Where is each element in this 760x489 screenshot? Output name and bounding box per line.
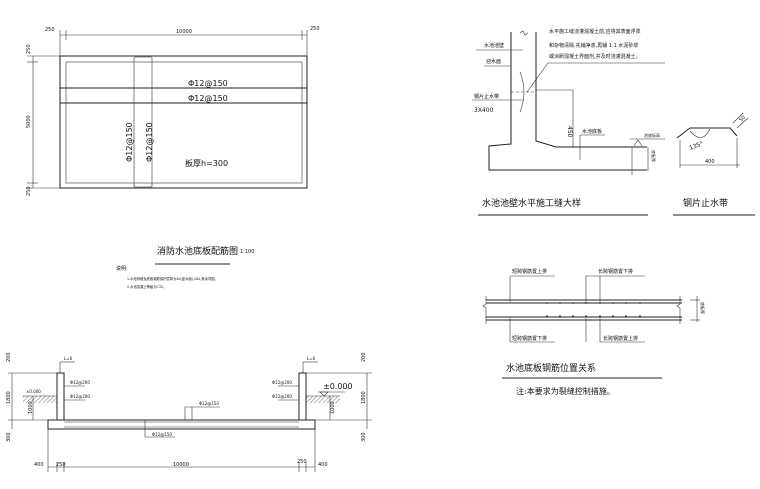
level-label: ±0.000 [26,389,41,394]
dim-text: 1000 [330,401,336,414]
dim-text: 400 [705,159,715,165]
level-label: ±0.000 [323,382,353,391]
callout-text: 和杂物清除,先铺净浆,再铺 1:1 水泥砂浆 [549,42,638,49]
dim-text: 300 [361,432,367,442]
callout-text: 或涂刷混凝土界面剂,并及时浇灌混凝土。 [549,53,641,60]
callout-text: 水平施工缝浇灌混凝土前,应将其表面浮浆 [549,28,641,35]
tank-section: L=6 L=6 Φ12@200 Φ12@200 Φ12@200 Φ12@200 … [6,352,372,472]
rebar-label: Φ12@150 [145,122,154,162]
dim-text: 10000 [176,29,192,35]
thk-label: 底板厚 [700,302,706,314]
dim-text: 250 [26,44,32,54]
dim-text: 5000 [26,115,32,128]
rebar-label: Φ12@200 [70,394,90,399]
dim-text: 450 [566,126,573,138]
rebar-note: 长跨钢筋置下排 [598,268,633,275]
dim-text: 400 [34,462,44,468]
note-line: 2.水池混凝土等级为C35。 [127,284,166,289]
waterstop-label: 钢片止水带 [474,93,499,100]
waterstop-size: 3X400 [474,107,494,114]
dim-text: 10000 [173,462,189,468]
plan-scale: 1:100 [240,249,254,255]
dim-text: 50 [738,115,747,124]
dim-text: 1000 [28,401,34,414]
slab-plan: 250 10000 250 250 5000 250 Φ12@150 Φ12@1… [26,26,320,289]
rebar-label: L=6 [64,356,73,361]
rebar-relation-title: 水池底板钢筋位置关系 [506,362,596,374]
dim-text: 200 [6,352,12,362]
rebar-note: 短跨钢筋置下排 [512,335,547,342]
steel-waterstop-detail: 135° 400 50 钢片止水带 [673,112,755,216]
rebar-label: Φ12@150 [188,79,228,88]
notes-heading: 说明: [116,265,128,272]
joint-detail-title: 水池池壁水平施工缝大样 [482,197,581,209]
face-label: 迎水面 [486,58,501,65]
rebar-note: 短跨钢筋置上排 [512,268,547,275]
rebar-note: 长跨钢筋置上排 [603,335,638,342]
ground-hatch [23,395,340,403]
level-label: 池底标高 [644,132,660,138]
dim-text: 200 [361,352,367,362]
rebar-label: Φ12@150 [125,122,134,162]
thk-label: 底板厚 [651,150,657,162]
dim-text: 250 [45,27,55,33]
rebar-relation-note: 注:本要求为裂缝控制措施。 [516,386,615,396]
waterstop-title: 钢片止水带 [683,197,728,209]
dim-text: 1800 [6,391,12,404]
rebar-label: Φ12@150 [188,94,228,103]
wall-label: 水池池壁 [484,42,504,49]
dim-text: 1800 [361,391,367,404]
dim-text: 250 [26,186,32,196]
dim-text: 400 [318,462,328,468]
slab-thickness-label: 板厚h=300 [185,158,228,168]
rebar-label: Φ12@150 [152,432,172,437]
dim-text: 300 [6,432,12,442]
dim-text: 250 [56,462,66,468]
note-line: 1.水池侧墙及底板钢筋保护层厚为40(迎水面),200,其余同图。 [127,276,218,281]
rebar-position-diagram: 短跨钢筋置上排 长跨钢筋置下排 短跨钢筋置下排 长跨钢筋置上排 底板厚 水池底板… [482,268,706,396]
rebar-label: Φ12@150 [199,401,219,406]
rebar-label: Φ12@200 [70,380,90,385]
slab-label: 水池底板 [582,128,602,135]
dim-text: 250 [297,459,307,465]
plan-title: 消防水池底板配筋图 [157,245,238,257]
angle-label: 135° [688,140,704,152]
construction-joint-detail: 水平施工缝浇灌混凝土前,应将其表面浮浆 和杂物清除,先铺净浆,再铺 1:1 水泥… [472,28,665,216]
rebar-label: L=6 [307,356,316,361]
dim-text: 250 [310,26,320,32]
rebar-label: Φ12@200 [272,380,292,385]
rebar-label: Φ12@200 [272,394,292,399]
